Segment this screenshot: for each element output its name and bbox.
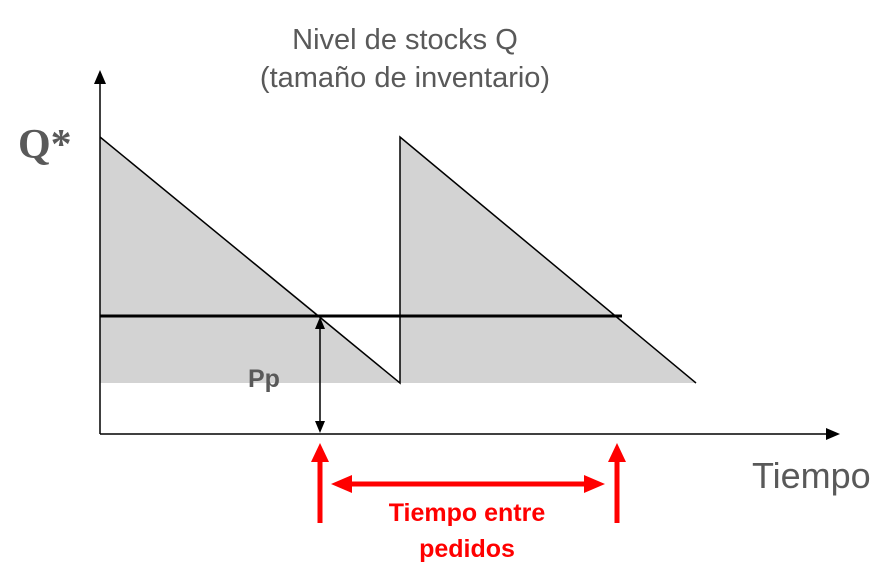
x-axis-label: Tiempo bbox=[752, 455, 871, 496]
reorder-point-arrow-bottom bbox=[315, 421, 325, 433]
reorder-point-label: Pp bbox=[248, 365, 280, 393]
y-axis-arrowhead bbox=[94, 70, 106, 84]
title-line-1: Nivel de stocks Q bbox=[292, 24, 518, 56]
title-line-2: (tamaño de inventario) bbox=[260, 62, 550, 94]
interval-arrow-left bbox=[331, 475, 352, 493]
x-axis-arrowhead bbox=[826, 428, 840, 440]
y-axis-label: Q* bbox=[18, 122, 72, 168]
interval-label-line-1: Tiempo entre bbox=[389, 499, 546, 527]
interval-arrow-right bbox=[584, 475, 605, 493]
interval-label-line-2: pedidos bbox=[419, 535, 515, 563]
reorder-point-arrow-top bbox=[315, 317, 325, 329]
inventory-level-line bbox=[99, 135, 697, 385]
inventory-area-under-reorder bbox=[100, 316, 400, 383]
order-marker-right-head bbox=[608, 443, 626, 462]
order-marker-left-head bbox=[311, 443, 329, 462]
